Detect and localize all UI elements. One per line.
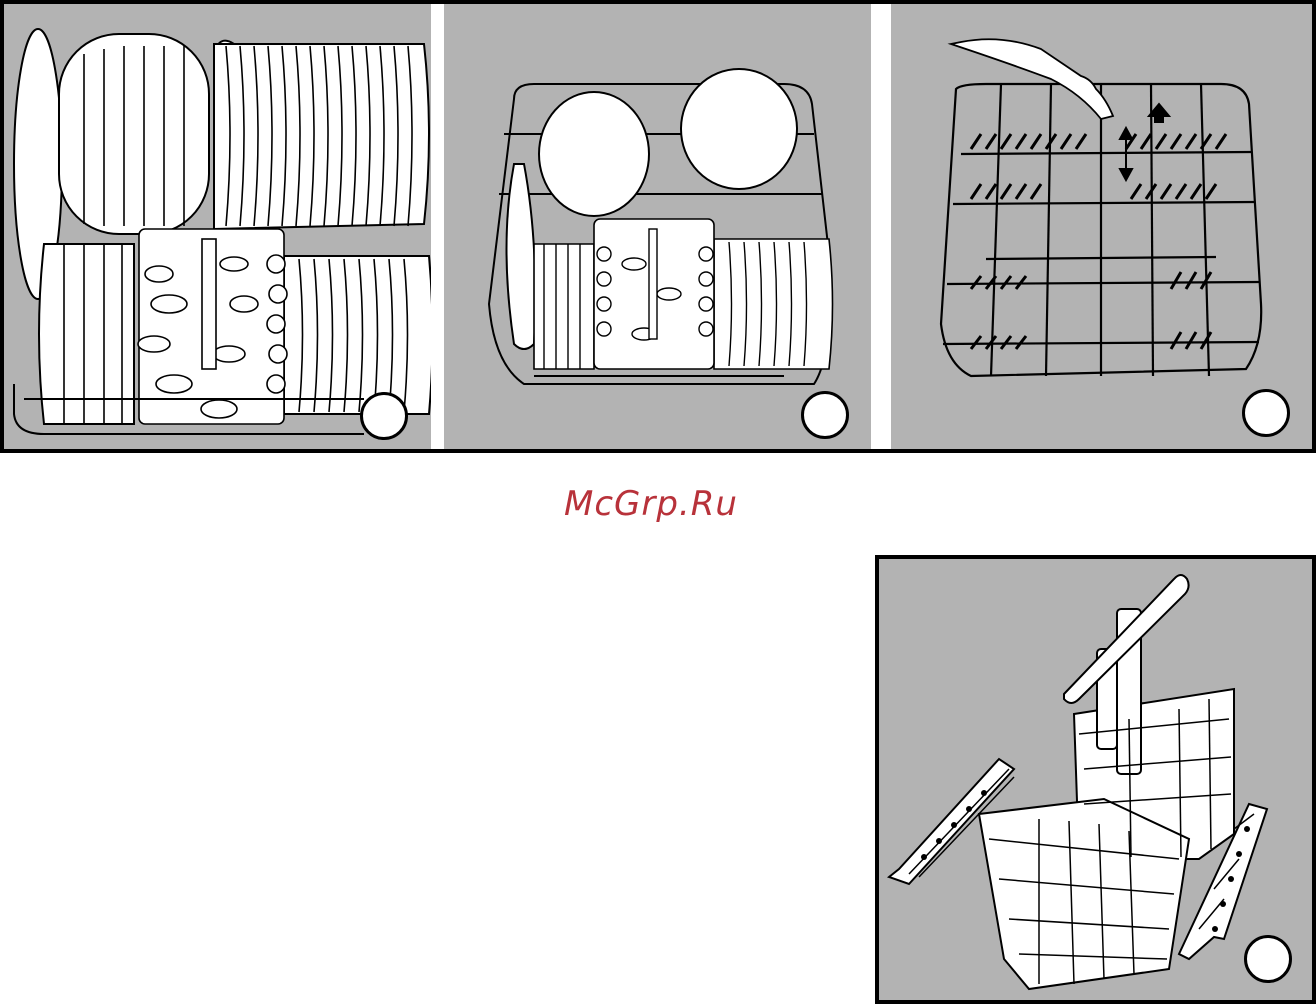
step-marker-circle [1244, 935, 1292, 983]
rack-supports-illustration [891, 4, 1312, 449]
panel-gap [431, 4, 444, 449]
illustration-panel-4 [875, 555, 1316, 1004]
step-marker-circle [801, 391, 849, 439]
panel-gap [871, 4, 891, 449]
top-illustration-strip [0, 0, 1316, 453]
illustration-panel-3 [891, 4, 1312, 449]
illustration-panel-2 [444, 4, 871, 449]
illustration-panel-1 [4, 4, 431, 449]
step-marker-circle [360, 392, 408, 440]
rack-plates-illustration [4, 4, 431, 449]
step-marker-circle [1242, 389, 1290, 437]
watermark-text: McGrp.Ru [564, 484, 738, 524]
cutlery-basket-illustration [879, 559, 1312, 1000]
rack-pots-illustration [444, 4, 871, 449]
